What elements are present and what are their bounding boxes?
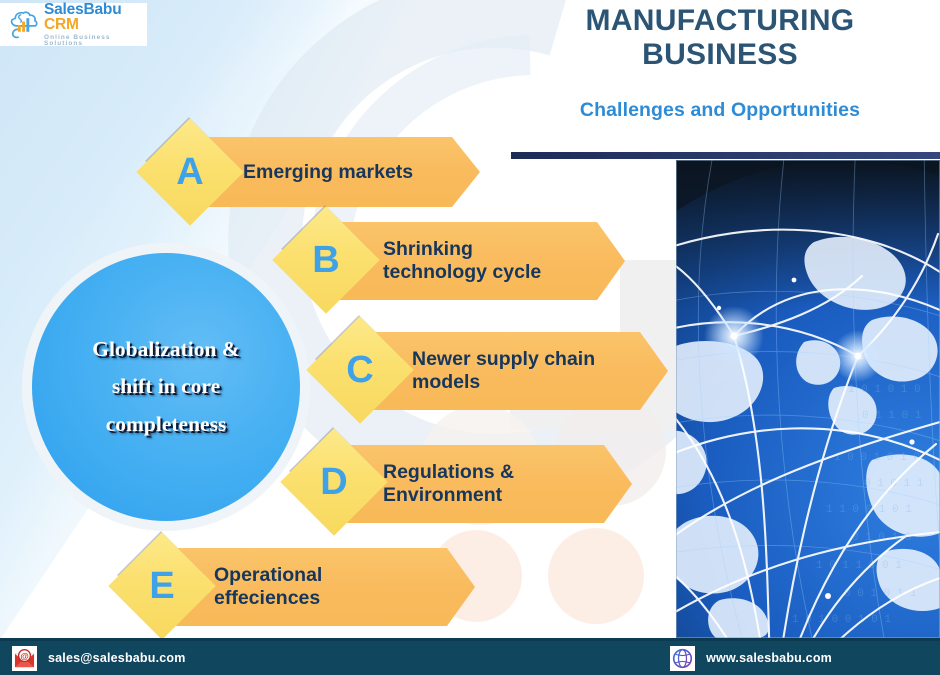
svg-text:0 0 1 0 1 1: 0 0 1 0 1 1 bbox=[844, 588, 917, 600]
svg-text:0 1 1 0 1: 0 1 1 0 1 bbox=[862, 410, 922, 422]
banner-b-label: Shrinking technology cycle bbox=[383, 238, 542, 283]
center-circle: Globalization & shift in core completene… bbox=[32, 253, 300, 521]
diamond-c[interactable]: C bbox=[306, 315, 414, 424]
email-envelope-icon: @ bbox=[12, 645, 37, 671]
footer-email-text: sales@salesbabu.com bbox=[48, 651, 186, 665]
globe-icon bbox=[670, 645, 696, 671]
title-divider-rule bbox=[511, 152, 940, 159]
page-title: MANUFACTURING BUSINESS bbox=[585, 4, 855, 71]
svg-text:@: @ bbox=[20, 651, 28, 661]
diamond-e-letter: E bbox=[149, 564, 175, 607]
svg-text:1 0 1 0 1 0: 1 0 1 0 1 0 bbox=[848, 384, 921, 396]
banner-a-label: Emerging markets bbox=[243, 160, 414, 183]
diamond-d-letter: D bbox=[320, 460, 348, 503]
diamond-a-letter: A bbox=[176, 150, 204, 193]
diamond-e[interactable]: E bbox=[108, 531, 216, 640]
footer-website-text: www.salesbabu.com bbox=[706, 651, 832, 665]
svg-text:1 0 1 1 0 0 1: 1 0 1 1 0 0 1 bbox=[816, 560, 902, 572]
svg-text:0 1 0 1 0: 0 1 0 1 0 bbox=[852, 532, 911, 544]
banner-e-label: Operational effeciences bbox=[214, 564, 323, 609]
page-subtitle: Challenges and Opportunities bbox=[579, 99, 861, 121]
diamond-b-letter: B bbox=[312, 238, 340, 281]
logo-name-primary: SalesBabu bbox=[44, 0, 122, 18]
cloud-chart-icon bbox=[10, 10, 38, 38]
footer-website-item[interactable]: www.salesbabu.com bbox=[670, 645, 832, 671]
diamond-d[interactable]: D bbox=[280, 427, 388, 536]
banner-d-label: Regulations & Environment bbox=[383, 461, 515, 506]
diamond-b[interactable]: B bbox=[272, 205, 380, 314]
logo-name-secondary: CRM bbox=[44, 16, 79, 34]
logo-tagline: Online Business Solutions bbox=[44, 33, 111, 47]
diamond-a[interactable]: A bbox=[136, 117, 244, 226]
watermark-circle-2 bbox=[548, 528, 644, 624]
footer-email-item[interactable]: @ sales@salesbabu.com bbox=[12, 645, 186, 671]
banner-c-label: Newer supply chain models bbox=[412, 348, 596, 393]
salesbabu-logo[interactable]: SalesBabu CRM Online Business Solutions bbox=[0, 0, 147, 47]
global-network-image: 1 0 1 0 1 0 0 1 1 0 1 1 0 0 1 0 1 0 0 1 … bbox=[676, 160, 940, 638]
footer-bar: @ sales@salesbabu.com bbox=[0, 638, 940, 675]
svg-text:1 0 0 1 0 1 0: 1 0 0 1 0 1 0 bbox=[834, 452, 920, 464]
diamond-c-letter: C bbox=[346, 348, 374, 391]
center-circle-label: Globalization & shift in core completene… bbox=[92, 336, 240, 436]
svg-text:1 1 0 0 1 0 1: 1 1 0 0 1 0 1 bbox=[826, 504, 912, 516]
